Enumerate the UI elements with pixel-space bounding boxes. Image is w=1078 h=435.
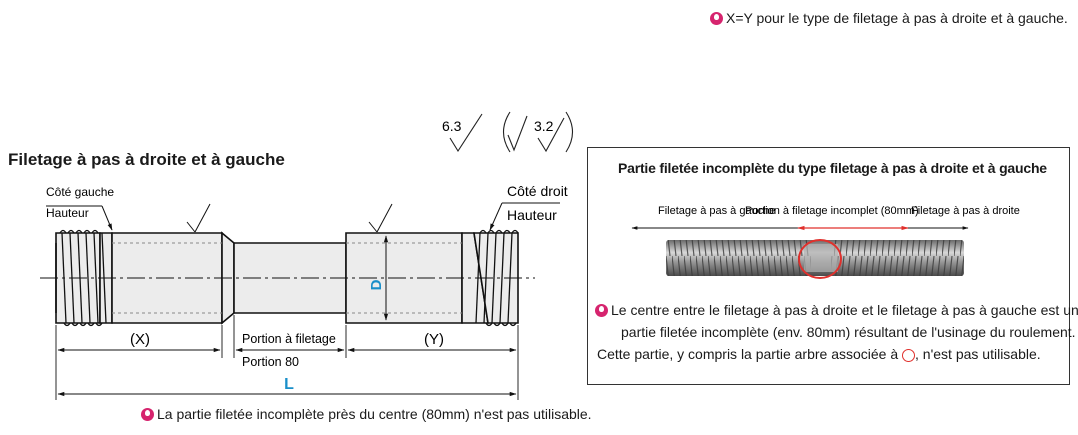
incomplete-thread-box: Partie filetée incomplète du type fileta… bbox=[587, 147, 1078, 385]
roughness-check-icon bbox=[194, 203, 211, 233]
bottom-note: La partie filetée incomplète près du cen… bbox=[141, 406, 592, 422]
arrow-label-right: Filetage à pas à droite bbox=[911, 205, 1020, 217]
box-text-line2: partie filetée incomplète (env. 80mm) ré… bbox=[621, 324, 1076, 340]
label-portion-1: Portion à filetage bbox=[242, 332, 336, 346]
shaft-drawing: Côté gauche Hauteur Côté droit Hauteur D… bbox=[40, 183, 568, 400]
tip-icon bbox=[595, 304, 608, 317]
roughness-check-icon bbox=[376, 203, 393, 233]
box-title: Partie filetée incomplète du type fileta… bbox=[618, 160, 1047, 176]
label-x: (X) bbox=[130, 331, 150, 348]
label-y: (Y) bbox=[424, 331, 444, 348]
roughness-left: 6.3 bbox=[442, 118, 462, 134]
label-left-height: Hauteur bbox=[46, 206, 89, 220]
arrow-label-left: Filetage à pas à gauche bbox=[658, 205, 775, 217]
label-left-side: Côté gauche bbox=[46, 185, 114, 199]
red-circle-icon bbox=[902, 349, 916, 362]
roughness-right: 3.2 bbox=[534, 118, 554, 134]
red-circle-icon bbox=[798, 239, 842, 279]
roughness-symbols: 6.3 3.2 bbox=[442, 111, 574, 153]
box-text-line1: Le centre entre le filetage à pas à droi… bbox=[595, 302, 1078, 318]
label-right-side: Côté droit bbox=[507, 183, 568, 199]
roughness-check-icon bbox=[507, 115, 528, 152]
section-title: Filetage à pas à droite et à gauche bbox=[8, 150, 285, 169]
label-length: L bbox=[284, 376, 294, 393]
label-right-height: Hauteur bbox=[507, 207, 557, 223]
tip-icon bbox=[710, 12, 723, 25]
tip-icon bbox=[141, 408, 154, 421]
roughness-check-icon bbox=[537, 117, 565, 153]
label-diameter: D bbox=[368, 279, 385, 290]
label-portion-2: Portion 80 bbox=[242, 355, 299, 369]
threaded-rod-illustration: Filetage à pas à gauche Portion à fileta… bbox=[631, 205, 1020, 279]
box-text-line3: Cette partie, y compris la partie arbre … bbox=[597, 346, 1041, 362]
top-note: X=Y pour le type de filetage à pas à dro… bbox=[710, 10, 1068, 26]
roughness-check-icon bbox=[449, 113, 483, 153]
arrow-label-mid: Portion à filetage incomplet (80mm) bbox=[745, 205, 919, 217]
